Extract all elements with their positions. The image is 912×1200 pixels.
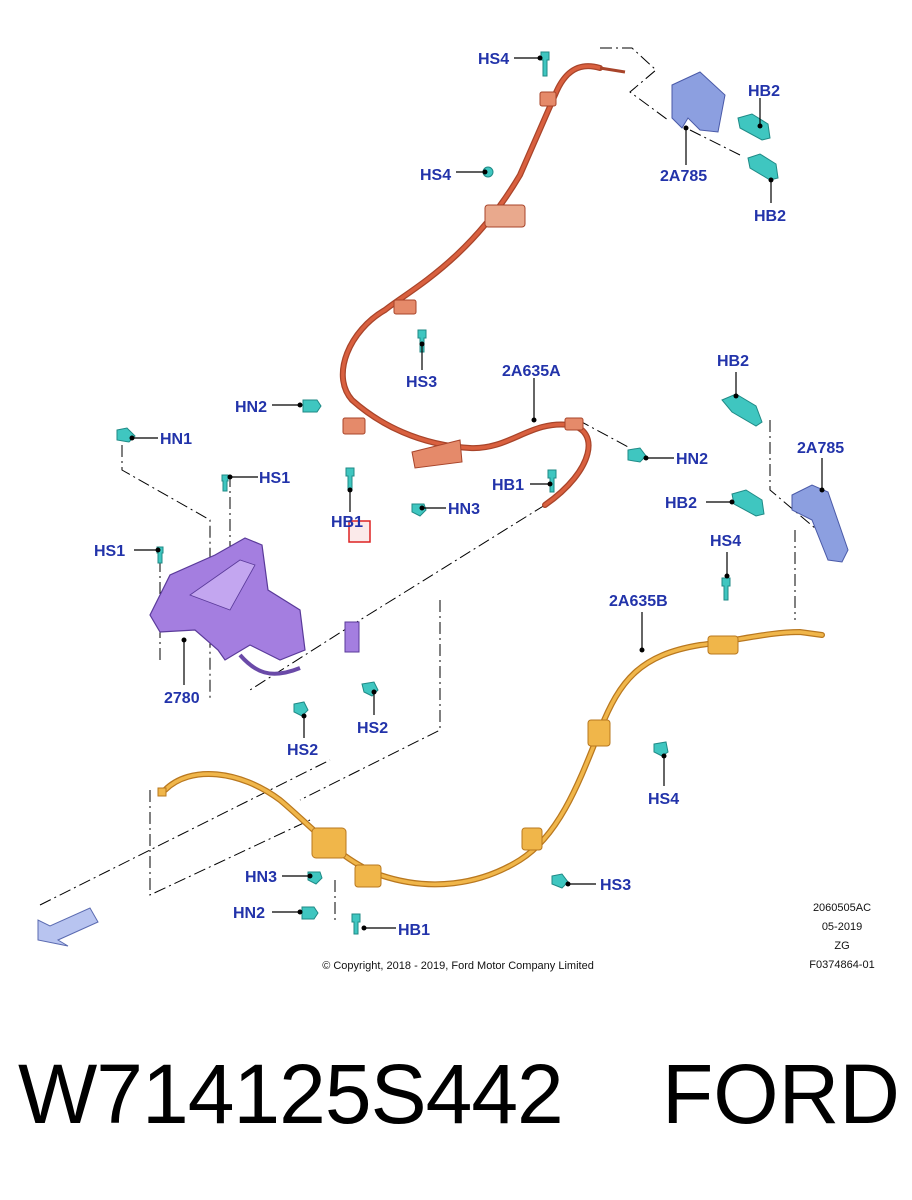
label-hn1: HN1 — [160, 431, 192, 448]
label-hs4-lower: HS4 — [648, 791, 679, 808]
label-hs2-left: HS2 — [287, 742, 318, 759]
leader-lines — [129, 55, 825, 931]
label-2a635b: 2A635B — [609, 593, 668, 610]
part-labels: HS4 HB2 2A785 HB2 HS4 HS3 2A635A HN2 HN1… — [94, 51, 844, 939]
label-hb2-right-mid: HB2 — [665, 495, 697, 512]
diagram-meta: 2060505AC 05-2019 ZG F0374864-01 © Copyr… — [322, 902, 875, 972]
label-hn2-lower: HN2 — [233, 905, 265, 922]
label-hb1-mid: HB1 — [492, 477, 524, 494]
meta-figure: F0374864-01 — [809, 959, 874, 971]
front-direction-arrow-icon — [37, 907, 99, 947]
label-2a635a: 2A635A — [502, 363, 561, 380]
label-hs3-upper: HS3 — [406, 374, 437, 391]
label-hs4-right: HS4 — [710, 533, 741, 550]
meta-code: ZG — [834, 940, 849, 952]
meta-date: 05-2019 — [822, 921, 862, 933]
brand-name: FORD — [662, 1047, 900, 1141]
label-2a785-right: 2A785 — [797, 440, 844, 457]
assembly-lines — [39, 47, 836, 920]
fasteners — [116, 51, 779, 935]
label-2a785-top: 2A785 — [660, 168, 707, 185]
label-hb1-left: HB1 — [331, 514, 363, 531]
label-hs4-top: HS4 — [478, 51, 509, 68]
label-hn2-right: HN2 — [676, 451, 708, 468]
label-2780: 2780 — [164, 690, 200, 707]
label-hs4-mid: HS4 — [420, 167, 451, 184]
label-hb2-top: HB2 — [748, 83, 780, 100]
label-hs2-right: HS2 — [357, 720, 388, 737]
cable-2a635b — [157, 628, 825, 888]
label-hs1-left: HS1 — [94, 543, 125, 560]
label-hn3-upper: HN3 — [448, 501, 480, 518]
parking-brake-diagram: HS4 HB2 2A785 HB2 HS4 HS3 2A635A HN2 HN1… — [37, 47, 875, 972]
copyright: © Copyright, 2018 - 2019, Ford Motor Com… — [322, 960, 594, 972]
bracket-right — [791, 484, 849, 563]
label-hb1-lower: HB1 — [398, 922, 430, 939]
label-hs3-lower: HS3 — [600, 877, 631, 894]
bracket-upper — [671, 71, 726, 133]
parking-brake-lever — [149, 537, 360, 676]
label-hs1-upper: HS1 — [259, 470, 290, 487]
label-hb2-right-top: HB2 — [717, 353, 749, 370]
label-hn2-left: HN2 — [235, 399, 267, 416]
cable-2a635a — [339, 63, 626, 508]
label-hb2-top-lower: HB2 — [754, 208, 786, 225]
highlight-marker — [348, 520, 371, 543]
part-number: W714125S442 — [18, 1047, 564, 1141]
label-hn3-lower: HN3 — [245, 869, 277, 886]
meta-ref: 2060505AC — [813, 902, 871, 914]
